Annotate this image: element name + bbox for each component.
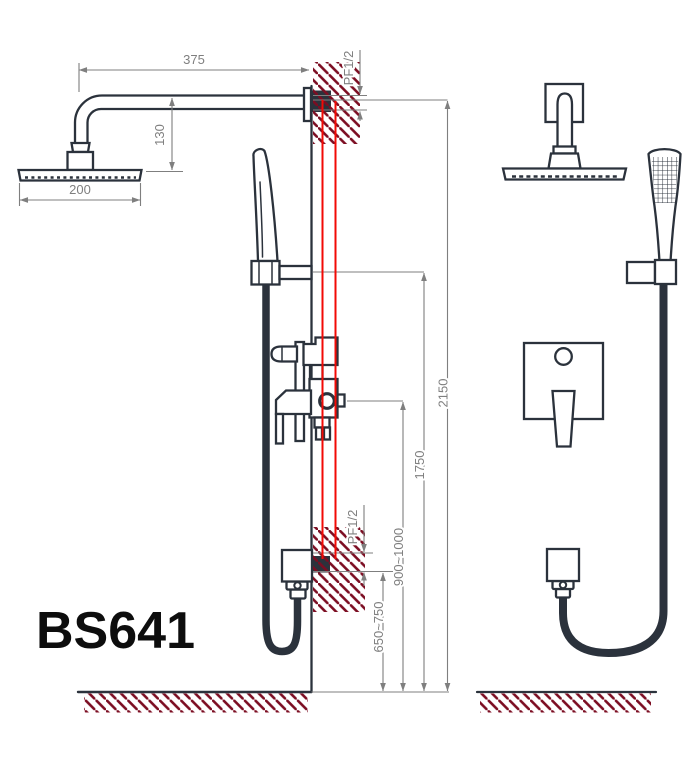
floor-right xyxy=(475,690,658,713)
dim-mixer-height-text: 900~1000 xyxy=(391,528,406,586)
dim-bottom-connection-text: PF1/2 xyxy=(345,510,360,545)
dim-arm-drop-text: 130 xyxy=(152,124,167,146)
supply-pipes xyxy=(321,100,337,559)
hand-shower-holder-side xyxy=(250,259,313,286)
spray-face-texture xyxy=(651,157,679,203)
valve-lever xyxy=(274,389,313,416)
floor-hatch-left xyxy=(84,693,308,713)
dimension-bottom-connection: PF1/2 xyxy=(313,505,393,586)
floor-left xyxy=(76,690,313,713)
dimension-overall-height: 2150 xyxy=(313,99,453,692)
model-label: BS641 xyxy=(36,602,195,660)
arm-wall-flange xyxy=(302,86,313,123)
dimension-top-connection: PF1/2 xyxy=(313,49,367,121)
dimension-outlet-height: 650~750 xyxy=(369,572,388,692)
shower-hose-front xyxy=(559,284,668,658)
dim-arm-length-text: 375 xyxy=(183,52,205,67)
rain-shower-head-side xyxy=(17,168,143,182)
hand-shower-side xyxy=(252,147,279,263)
dimension-arm-length: 375 xyxy=(78,50,310,92)
shower-hose-side xyxy=(262,284,302,656)
dimensions: 375 130 200 PF1/2 2150 1 xyxy=(18,49,453,693)
wall-outlet-front xyxy=(545,547,581,599)
mixer-valve-side xyxy=(270,336,346,445)
hand-shower-holder-front xyxy=(625,260,657,285)
dim-outlet-height-text: 650~750 xyxy=(371,602,386,653)
floor-hatch-right xyxy=(480,693,651,713)
dimension-hand-shower-height: 1750 xyxy=(313,271,429,692)
mixer-handle-front xyxy=(551,389,576,448)
dim-top-connection-text: PF1/2 xyxy=(341,51,356,86)
shower-arm-side xyxy=(66,86,331,172)
dim-overall-height-text: 2150 xyxy=(436,379,451,408)
mixer-valve-front xyxy=(522,341,605,448)
dimension-head-width: 200 xyxy=(18,180,142,206)
right-front-view xyxy=(475,82,682,713)
rain-shower-front xyxy=(501,82,628,181)
dim-head-width-text: 200 xyxy=(69,182,91,197)
hand-shower-front xyxy=(625,147,682,286)
dimension-mixer-height: 900~1000 xyxy=(347,400,408,692)
diverter-button xyxy=(554,347,573,366)
dimension-arm-drop: 130 xyxy=(146,97,183,173)
dim-hand-shower-height-text: 1750 xyxy=(412,451,427,480)
